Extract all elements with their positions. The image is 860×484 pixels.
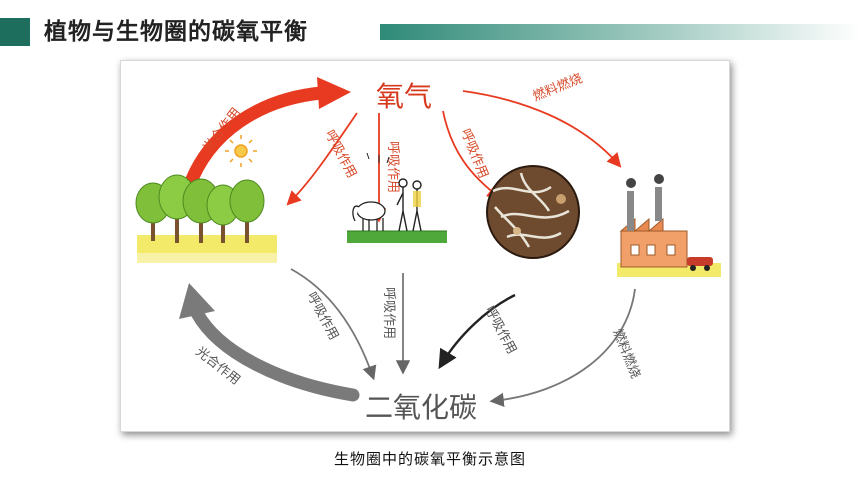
arrow-factory-to-co2 xyxy=(489,288,636,408)
arrow-oxygen-to-plants xyxy=(286,112,358,206)
figure-caption: 生物圈中的碳氧平衡示意图 xyxy=(333,450,526,468)
trees-illustration xyxy=(135,174,277,263)
carbon-oxygen-diagram: 氧气 光合作用 呼吸作用 呼吸作用 呼吸作用 燃料燃烧 xyxy=(120,60,730,432)
slide-title: 植物与生物圈的碳氧平衡 xyxy=(44,19,308,45)
title-accent-block xyxy=(0,18,30,46)
oxygen-node-label: 氧气 xyxy=(376,80,432,113)
label-fuel-combustion-top: 燃料燃烧 xyxy=(531,70,585,104)
factory-illustration xyxy=(617,174,721,277)
title-bar: 植物与生物圈的碳氧平衡 xyxy=(0,18,860,46)
arrow-oxygen-to-factory xyxy=(462,90,622,168)
diagram-canvas: 氧气 光合作用 呼吸作用 呼吸作用 呼吸作用 燃料燃烧 xyxy=(135,70,721,424)
photosynthesis-arrow-from-co2 xyxy=(179,283,360,402)
arrow-decomposers-to-co2 xyxy=(438,293,516,370)
label-respiration-plants-bottom: 呼吸作用 xyxy=(303,290,341,343)
sun-icon xyxy=(225,135,257,167)
decomposers-illustration xyxy=(486,165,580,259)
photosynthesis-arrow-to-oxygen xyxy=(182,77,351,194)
label-respiration-decomposers-top: 呼吸作用 xyxy=(457,127,490,181)
animals-humans-illustration xyxy=(347,152,447,243)
label-respiration-decomposers-bottom: 呼吸作用 xyxy=(481,304,519,357)
label-respiration-animals-top: 呼吸作用 xyxy=(385,141,400,193)
title-gradient-band xyxy=(380,24,860,40)
arrow-plants-to-co2 xyxy=(290,268,377,381)
label-respiration-animals-bottom: 呼吸作用 xyxy=(381,287,396,339)
label-fuel-combustion-bottom: 燃料燃烧 xyxy=(609,327,643,381)
arrow-oxygen-to-decomposers xyxy=(442,110,502,200)
co2-node-label: 二氧化碳 xyxy=(365,391,477,424)
